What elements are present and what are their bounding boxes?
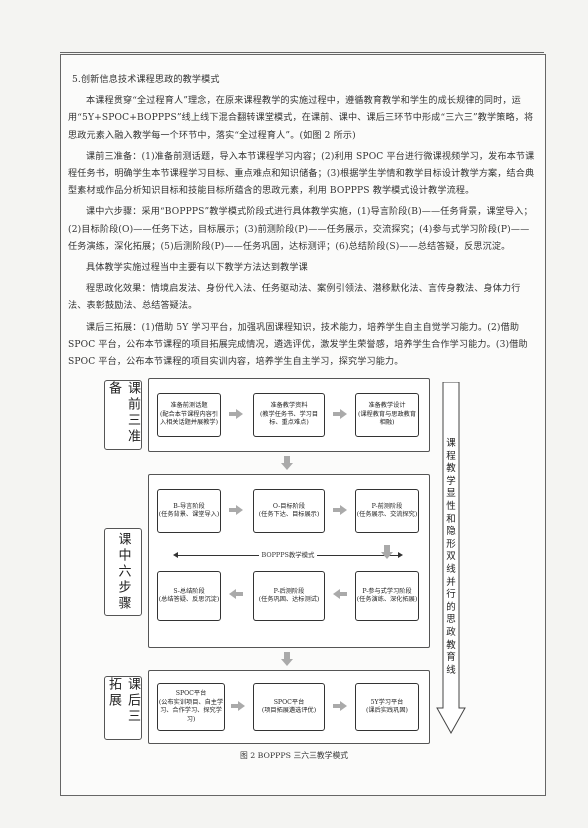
post-box-spoc-extend: SPOC平台(项目拓展遴选评优) (253, 683, 325, 731)
mid-box-b-detail: (任务背景、课堂导入) (158, 511, 220, 518)
ideology-line-label: 课程教学显性和隐形双线并行的思政教育线 (446, 438, 456, 676)
mid-box-p-participate-detail: (任务演练、深化拓展) (356, 596, 418, 603)
boppps-label: BOPPPS教学模式 (173, 550, 403, 559)
stage-pre-class: 课前三准备 (104, 380, 142, 450)
arrow-left (229, 589, 243, 599)
pre-box-design-detail: (课程教育与思政教育相融) (357, 410, 417, 427)
paragraph-post-class: 课后三拓展：(1)借助 5Y 学习平台，加强巩固课程知识，技术能力，培养学生自主… (68, 322, 528, 368)
section-heading: 5.创新信息技术课程思政的教学模式 (72, 75, 220, 85)
mid-box-p-participate: P-参与式学习阶段(任务演练、深化拓展) (355, 571, 419, 621)
ideology-line-arrow (436, 382, 466, 734)
pre-box-topic-title: 准备前测话题 (170, 402, 208, 410)
paragraph-methods: 程思政化效果：情境启发法、身份代入法、任务驱动法、案例引领法、潜移默化法、言传身… (68, 284, 521, 312)
pre-box-topic: 准备前测话题(配合本节课程内容引入相关话题并展教学) (157, 393, 221, 437)
pre-box-topic-detail: (配合本节课程内容引入相关话题并展教学) (159, 410, 219, 427)
stage-in-class-label: 课中六步骤 (115, 532, 131, 612)
mid-box-p-pre-detail: (任务展示、交流探究) (356, 511, 418, 518)
arrow-right (333, 505, 347, 515)
arrow-down (281, 652, 293, 666)
paragraph-in-class: 课中六步骤：采用“BOPPPS”教学模式阶段式进行具体教学实施，(1)导言阶段(… (68, 207, 533, 252)
mid-box-p-post: P-后测阶段(任务巩固、达标测试) (253, 571, 325, 621)
arrow-right (229, 409, 243, 419)
pre-class-panel: 准备前测话题(配合本节课程内容引入相关话题并展教学) 准备教学资料(教学任务书、… (148, 378, 430, 452)
arrow-right (231, 701, 245, 711)
mid-box-p-pre-title: P-前测阶段 (371, 502, 403, 510)
mid-box-b: B-导言阶段(任务背景、课堂导入) (157, 489, 221, 533)
stage-post-class: 课后三拓展 (104, 676, 142, 740)
pre-box-design: 准备教学设计(课程教育与思政教育相融) (355, 393, 419, 437)
mid-box-o: O-目标阶段(任务下达、目标展示) (253, 489, 325, 533)
boppps-label-line: BOPPPS教学模式 (173, 551, 403, 561)
post-box-spoc-extend-title: SPOC平台 (273, 698, 305, 706)
arrow-left (333, 589, 347, 599)
mid-box-s-detail: (总结答疑、反思沉淀) (158, 596, 220, 603)
post-box-spoc-practice-detail: (公布实训项目、自主学习、合作学习、探究学习) (158, 698, 224, 723)
stage-post-class-label: 课后三拓展 (106, 677, 140, 725)
arrow-right (333, 701, 347, 711)
paragraph-intro: 本课程贯穿“全过程育人”理念，在原来课程教学的实施过程中，遵循教育教学和学生的成… (68, 96, 534, 141)
pre-box-materials-title: 准备教学资料 (270, 402, 308, 410)
teaching-model-diagram: 课前三准备 课中六步骤 课后三拓展 准备前测话题(配合本节课程内容引入相关话题并… (104, 378, 482, 748)
post-box-5y-title: 5Y学习平台 (370, 698, 404, 706)
post-class-panel: SPOC平台(公布实训项目、自主学习、合作学习、探究学习) SPOC平台(项目拓… (148, 670, 430, 744)
arrow-right (229, 505, 243, 515)
pre-box-design-title: 准备教学设计 (368, 402, 406, 410)
post-box-spoc-practice: SPOC平台(公布实训项目、自主学习、合作学习、探究学习) (157, 683, 225, 731)
post-box-spoc-extend-detail: (项目拓展遴选评优) (261, 707, 317, 714)
arrow-right (333, 409, 347, 419)
stage-pre-class-label: 课前三准备 (106, 381, 140, 445)
mid-box-o-detail: (任务下达、目标展示) (258, 511, 320, 518)
mid-box-o-title: O-目标阶段 (272, 502, 306, 510)
mid-box-p-participate-title: P-参与式学习阶段 (362, 587, 412, 595)
page-frame-top-rule (60, 52, 544, 53)
post-box-5y: 5Y学习平台(课后实践巩固) (355, 683, 419, 731)
paragraph-pre-class: 课前三准备：(1)准备前测话题，导入本节课程学习内容；(2)利用 SPOC 平台… (68, 151, 535, 197)
post-box-spoc-practice-title: SPOC平台 (175, 690, 207, 697)
pre-box-materials: 准备教学资料(教学任务书、学习目标、重点难点) (253, 393, 325, 437)
mid-box-p-post-detail: (任务巩固、达标测试) (258, 596, 320, 603)
mid-box-p-post-title: P-后测阶段 (273, 587, 305, 595)
mid-box-s-title: S-总结阶段 (173, 587, 205, 595)
stage-in-class: 课中六步骤 (104, 528, 142, 616)
in-class-panel: B-导言阶段(任务背景、课堂导入) O-目标阶段(任务下达、目标展示) P-前测… (148, 474, 430, 648)
post-box-5y-detail: (课后实践巩固) (366, 707, 408, 714)
body-text: 5.创新信息技术课程思政的教学模式 本课程贯穿“全过程育人”理念，在原来课程教学… (68, 72, 538, 375)
arrow-down (381, 545, 393, 559)
mid-box-p-pre: P-前测阶段(任务展示、交流探究) (355, 489, 419, 533)
figure-caption: 图 2 BOPPPS 三六三教学模式 (239, 751, 349, 760)
pre-box-materials-detail: (教学任务书、学习目标、重点难点) (259, 410, 319, 427)
mid-box-b-title: B-导言阶段 (173, 502, 205, 510)
arrow-down (281, 456, 293, 470)
paragraph-methods-lead: 具体教学实施过程当中主要有以下教学方法达到教学课 (86, 263, 308, 274)
mid-box-s: S-总结阶段(总结答疑、反思沉淀) (157, 571, 221, 621)
